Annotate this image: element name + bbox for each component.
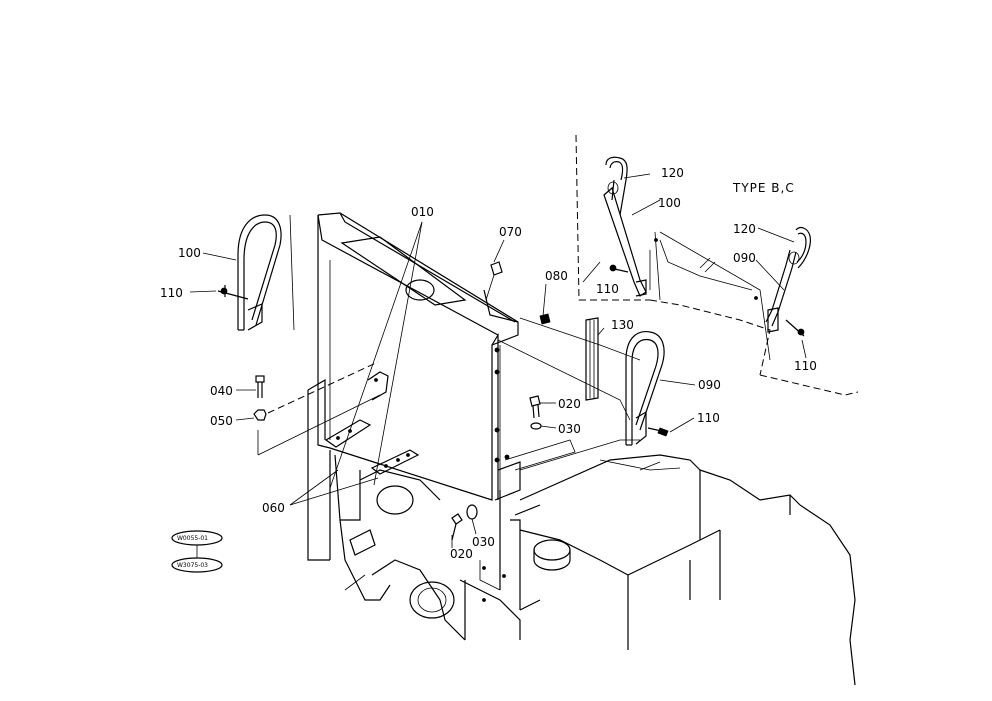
bracket-060-lower xyxy=(370,449,420,475)
reference-label-2: W3075-03 xyxy=(177,562,208,569)
washer-030-upper xyxy=(530,422,557,430)
nut-080 xyxy=(539,283,551,325)
reference-label-1: W0055-01 xyxy=(177,535,208,542)
part-label-110-top: 110 xyxy=(596,282,619,296)
part-label-070: 070 xyxy=(499,225,522,239)
part-label-030-upper: 030 xyxy=(558,422,581,436)
bolt-040 xyxy=(236,375,265,398)
radiator-frame-panel xyxy=(317,212,576,501)
part-label-080: 080 xyxy=(545,269,568,283)
plug-070 xyxy=(483,239,519,323)
part-label-020-lower: 020 xyxy=(450,547,473,561)
part-label-090-typebc: 090 xyxy=(733,251,756,265)
assembly-guide-lines xyxy=(257,214,641,456)
mirror-assembly-top xyxy=(603,156,647,297)
type-bc-region: TYPE B,C xyxy=(575,134,859,396)
mirror-assembly-right xyxy=(765,226,811,337)
bolt-020-lower xyxy=(451,513,463,548)
part-label-110-right: 110 xyxy=(697,411,720,425)
part-label-020-upper: 020 xyxy=(558,397,581,411)
hood-outline xyxy=(519,439,856,686)
part-label-120-right: 120 xyxy=(733,222,756,236)
part-label-040: 040 xyxy=(210,384,233,398)
part-label-060: 060 xyxy=(262,501,285,515)
part-label-050: 050 xyxy=(210,414,233,428)
nut-050 xyxy=(235,409,267,421)
support-strip-130 xyxy=(585,317,599,401)
part-label-110-typebc: 110 xyxy=(794,359,817,373)
part-labels: 010 070 080 100 110 040 050 060 020 030 … xyxy=(160,166,817,561)
variant-label: TYPE B,C xyxy=(732,181,795,195)
part-label-100-left: 100 xyxy=(178,246,201,260)
part-label-120-top: 120 xyxy=(661,166,684,180)
washer-030-lower xyxy=(466,504,478,535)
grab-handle-100-left xyxy=(217,214,282,331)
part-label-130: 130 xyxy=(611,318,634,332)
grab-handle-090-right xyxy=(625,331,669,446)
tractor-body-outline xyxy=(307,378,541,641)
part-label-110-left: 110 xyxy=(160,286,183,300)
leader-lines xyxy=(189,173,807,506)
part-label-010: 010 xyxy=(411,205,434,219)
part-label-100-top: 100 xyxy=(658,196,681,210)
bracket-060-upper xyxy=(324,371,389,448)
part-label-030-lower: 030 xyxy=(472,535,495,549)
reference-callouts: W0055-01 W3075-03 xyxy=(171,530,223,573)
bolt-020-upper xyxy=(529,395,556,419)
part-label-090-right: 090 xyxy=(698,378,721,392)
